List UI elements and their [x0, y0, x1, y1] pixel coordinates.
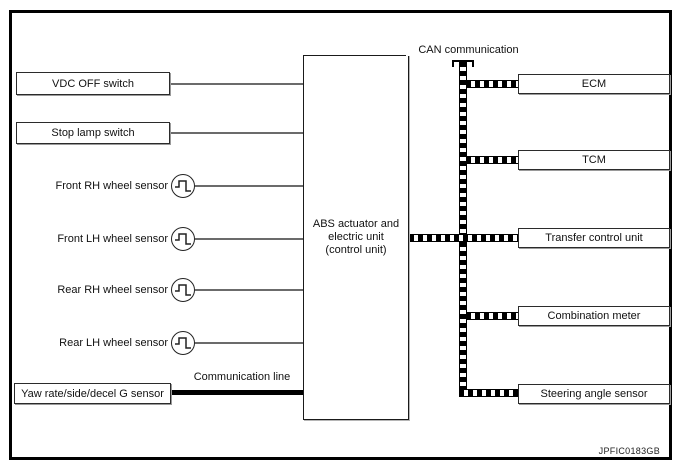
rear-rh-sensor-wire	[195, 289, 303, 291]
tcm-label: TCM	[582, 154, 606, 166]
pulse-wave-icon	[175, 233, 191, 245]
transfer-control-unit-label: Transfer control unit	[545, 232, 643, 244]
communication-line-label: Communication line	[193, 371, 291, 383]
steering-angle-sensor-box: Steering angle sensor	[518, 384, 670, 404]
front-rh-wheel-sensor-label: Front RH wheel sensor	[55, 180, 169, 192]
front-lh-pulse-icon	[171, 227, 195, 251]
can-communication-label: CAN communication	[406, 44, 531, 56]
ecm-label: ECM	[581, 78, 607, 90]
tcm-box: TCM	[518, 150, 670, 170]
steering-angle-sensor-label: Steering angle sensor	[540, 388, 648, 400]
stop-lamp-switch-label: Stop lamp switch	[51, 127, 135, 139]
rear-rh-wheel-sensor-label: Rear RH wheel sensor	[57, 284, 168, 296]
abs-unit-label-line2: electric unit	[328, 231, 384, 243]
abs-unit-label-line1: ABS actuator and	[312, 218, 400, 230]
pulse-wave-icon	[175, 180, 191, 192]
combination-meter-box: Combination meter	[518, 306, 670, 326]
rear-lh-wheel-sensor-label: Rear LH wheel sensor	[59, 337, 168, 349]
pulse-wave-icon	[175, 337, 191, 349]
transfer-control-unit-box: Transfer control unit	[518, 228, 670, 248]
communication-line	[171, 390, 303, 395]
vdc-switch-wire	[170, 83, 303, 85]
can-bus-top-marker	[452, 60, 474, 67]
can-branch-tcm	[466, 156, 518, 164]
vdc-off-switch-label: VDC OFF switch	[52, 77, 134, 90]
yaw-rate-sensor-label: Yaw rate/side/decel G sensor	[21, 387, 164, 400]
can-branch-ecm	[466, 80, 518, 88]
can-branch-combination-meter	[466, 312, 518, 320]
yaw-rate-sensor-box: Yaw rate/side/decel G sensor	[14, 383, 171, 404]
front-lh-wheel-sensor-label: Front LH wheel sensor	[57, 233, 168, 245]
can-main-line	[409, 234, 518, 242]
front-rh-sensor-wire	[195, 185, 303, 187]
vdc-off-switch-box: VDC OFF switch	[16, 72, 170, 95]
ecm-box: ECM	[518, 74, 670, 94]
rear-rh-pulse-icon	[171, 278, 195, 302]
rear-lh-pulse-icon	[171, 331, 195, 355]
figure-code: JPFIC0183GB	[598, 446, 660, 456]
stop-lamp-wire	[170, 132, 303, 134]
can-bus-vertical-line	[459, 62, 467, 397]
combination-meter-label: Combination meter	[547, 310, 641, 322]
front-lh-sensor-wire	[195, 238, 303, 240]
abs-actuator-unit-box: ABS actuator and electric unit (control …	[303, 55, 409, 420]
can-branch-steering-angle-sensor	[459, 389, 518, 397]
front-rh-pulse-icon	[171, 174, 195, 198]
pulse-wave-icon	[175, 284, 191, 296]
rear-lh-sensor-wire	[195, 342, 303, 344]
abs-unit-label-line3: (control unit)	[325, 244, 387, 256]
stop-lamp-switch-box: Stop lamp switch	[16, 122, 170, 144]
